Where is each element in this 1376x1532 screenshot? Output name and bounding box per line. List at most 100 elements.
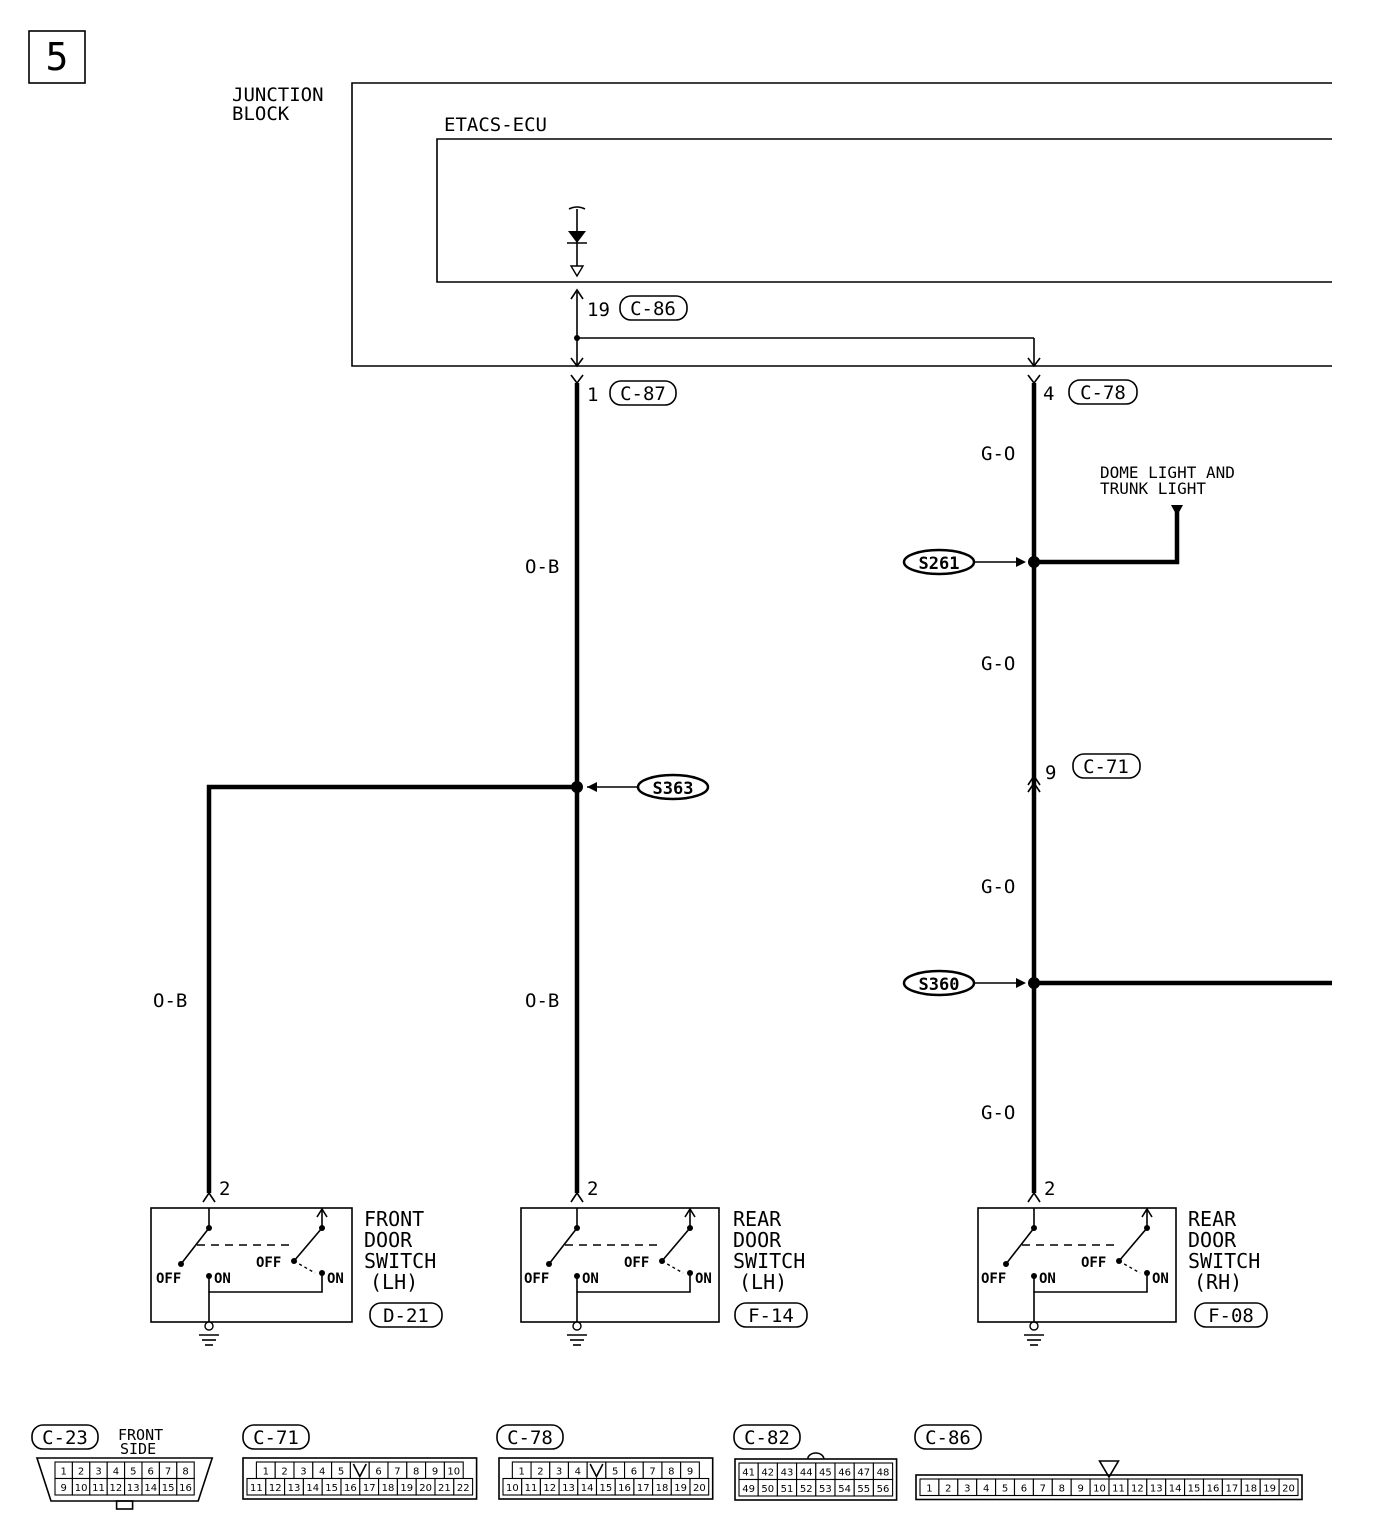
switch-connector-label: F-14	[748, 1305, 794, 1327]
switch-blade	[1118, 1227, 1148, 1262]
wire-color-o-b-3: O-B	[153, 990, 187, 1012]
connector-pin-number: 5	[612, 1467, 618, 1478]
connector-pin-number: 1	[61, 1467, 67, 1478]
connector-housing	[35, 1457, 214, 1502]
switch-name-line: DOOR	[364, 1228, 413, 1252]
connector-view-id-box	[914, 1424, 982, 1450]
connector-pin-number: 9	[61, 1483, 67, 1494]
connector-pin-number: 20	[419, 1483, 432, 1494]
switch-blade	[1005, 1227, 1035, 1265]
switch-common	[208, 1273, 323, 1293]
switch-box	[150, 1207, 353, 1323]
connector-pin-number: 11	[92, 1483, 105, 1494]
connector-pin-number: 1	[263, 1467, 269, 1478]
connector-pin-number: 10	[447, 1467, 460, 1478]
connector-pin-number: 3	[556, 1467, 562, 1478]
splice-s363-badge	[636, 773, 710, 801]
connector-pin-number: 8	[413, 1467, 419, 1478]
connector-pin-number: 18	[1244, 1484, 1257, 1495]
connector-pin-number: 6	[148, 1467, 154, 1478]
connector-pin-number: 2	[78, 1467, 84, 1478]
connector-pin-number: 15	[162, 1483, 175, 1494]
connector-pin-number: 6	[375, 1467, 381, 1478]
dome-light-arrow	[1171, 505, 1183, 516]
connector-pin-number: 14	[1169, 1484, 1182, 1495]
connector-key-notch	[589, 1463, 604, 1479]
connector-view-note: SIDE	[120, 1440, 156, 1458]
c87-pin: 1	[587, 384, 598, 406]
switch-contact	[546, 1261, 552, 1267]
connector-pin-number: 22	[457, 1483, 470, 1494]
connector-pin-number: 50	[761, 1484, 774, 1495]
connector-pin-number: 7	[1040, 1484, 1046, 1495]
connector-pin-number: 11	[1112, 1484, 1125, 1495]
dome-light-label-1: DOME LIGHT AND	[1100, 463, 1235, 482]
connector-pin-cell	[689, 1477, 710, 1496]
c78-connector-label: C-78	[1080, 382, 1126, 404]
wire-color-g-o-2: G-O	[981, 653, 1015, 675]
c87-connector-label: C-87	[620, 383, 666, 405]
switch-blade	[661, 1227, 691, 1262]
connector-pin-number: 42	[761, 1468, 774, 1479]
page-number-box	[28, 30, 86, 84]
wire-color-g-o-3: G-O	[981, 876, 1015, 898]
pin-arrow	[202, 1191, 216, 1203]
connector-pin-number: 7	[394, 1467, 400, 1478]
connector-pin-number: 8	[1059, 1484, 1065, 1495]
switch-name-line: (LH)	[370, 1270, 418, 1294]
connector-view-id-box	[31, 1424, 99, 1450]
splice-s261-badge	[902, 548, 976, 576]
connector-pin-number: 19	[674, 1483, 687, 1494]
c86-connector-label: C-86	[630, 298, 676, 320]
c71-pin: 9	[1045, 762, 1056, 784]
diode-symbol	[567, 206, 587, 278]
connector-pin-number: 53	[819, 1484, 832, 1495]
switch-travel	[1118, 1260, 1141, 1274]
connector-view-id: C-71	[253, 1427, 299, 1449]
switch-on-label: ON	[214, 1271, 231, 1287]
connector-key-notch	[1098, 1460, 1120, 1479]
connector-pin-number: 2	[537, 1467, 543, 1478]
connector-pin-number: 55	[857, 1484, 870, 1495]
connector-pin-number: 17	[637, 1483, 650, 1494]
connector-pin-number: 5	[338, 1467, 344, 1478]
connector-pin-number: 10	[1093, 1484, 1106, 1495]
junction-block-label-2: BLOCK	[232, 103, 290, 125]
connector-pin-number: 56	[877, 1484, 890, 1495]
connector-view-id: C-82	[744, 1427, 790, 1449]
connector-view-id-box	[496, 1424, 564, 1450]
connector-pin-number: 13	[288, 1483, 301, 1494]
splice-s363-label: S363	[653, 779, 694, 799]
connector-pin-number: 5	[1002, 1484, 1008, 1495]
connector-pin-number: 15	[1188, 1484, 1201, 1495]
connector-view-note: FRONT	[118, 1426, 163, 1444]
connector-pin-number: 3	[95, 1467, 101, 1478]
connector-pin-number: 18	[382, 1483, 395, 1494]
switch-name-line: (RH)	[1194, 1270, 1242, 1294]
connector-pin-number: 44	[800, 1468, 813, 1479]
switch-pin: 2	[219, 1178, 230, 1200]
switch-name-line: REAR	[733, 1207, 782, 1231]
connector-pin-number: 17	[363, 1483, 376, 1494]
connector-pin-number: 4	[575, 1467, 581, 1478]
connector-pin-number: 14	[144, 1483, 157, 1494]
connector-pin-cell	[1278, 1478, 1299, 1497]
switch-on-label: ON	[1039, 1271, 1056, 1287]
switch-name-line: DOOR	[733, 1228, 782, 1252]
switch-name-line: (LH)	[739, 1270, 787, 1294]
switch-arrow	[1141, 1207, 1153, 1218]
switch-name-line: FRONT	[364, 1207, 424, 1231]
connector-pin-number: 3	[300, 1467, 306, 1478]
wire-dome-light	[1034, 512, 1180, 565]
connector-key-notch	[807, 1452, 825, 1460]
connector-key-notch	[352, 1463, 367, 1479]
wire-color-g-o-4: G-O	[981, 1102, 1015, 1124]
switch-on-label: ON	[1152, 1271, 1169, 1287]
splice-s360-badge	[902, 969, 976, 997]
connector-view-id-box	[242, 1424, 310, 1450]
switch-common	[1033, 1273, 1148, 1293]
